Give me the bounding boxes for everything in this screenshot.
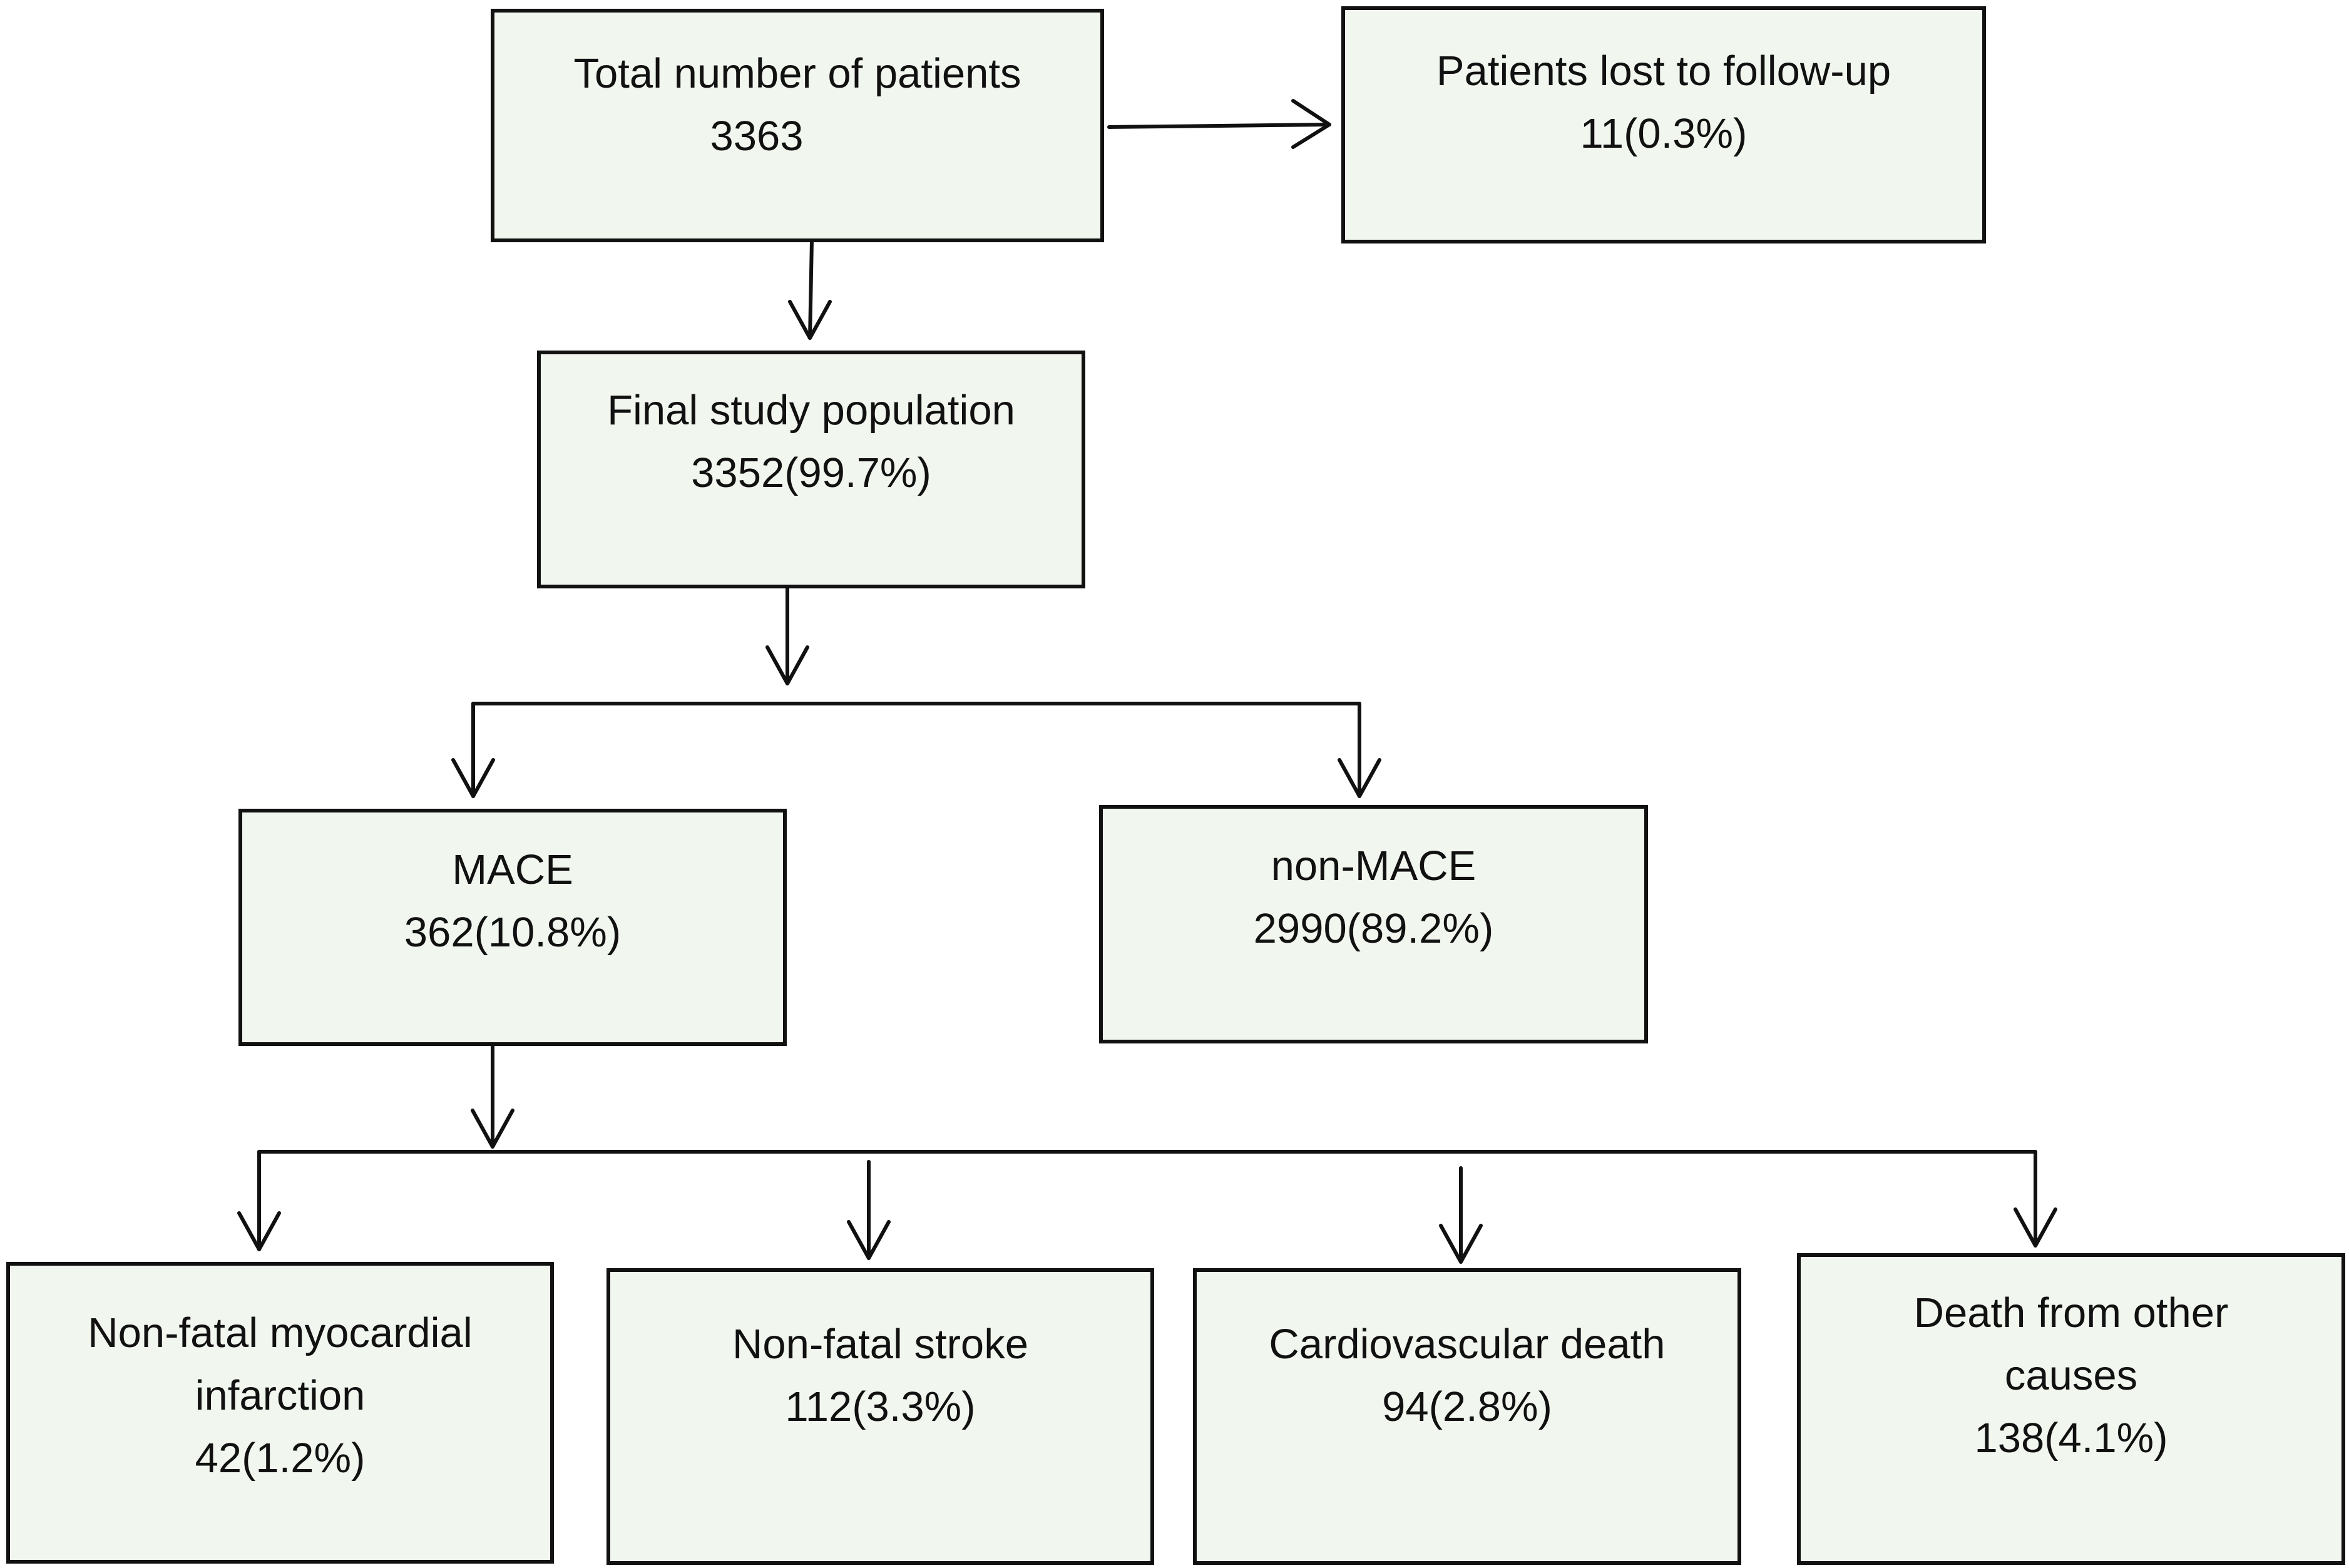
non-fatal-mi-title-line2: infarction (195, 1372, 366, 1419)
non-mace-box: non-MACE 2990(89.2%) (1099, 805, 1648, 1043)
arrow-mace-to-split (471, 1045, 514, 1149)
arrow-split-to-non-mace (1338, 702, 1381, 798)
non-fatal-mi-title-line1: Non-fatal myocardial (88, 1309, 473, 1356)
non-mace-value: 2990(89.2%) (1253, 905, 1494, 952)
death-other-causes-box: Death from other causes 138(4.1%) (1797, 1253, 2345, 1565)
final-study-population-value: 3352(99.7%) (691, 449, 931, 496)
non-fatal-stroke-box: Non-fatal stroke 112(3.3%) (606, 1268, 1154, 1565)
non-fatal-mi-value: 42(1.2%) (195, 1435, 366, 1482)
arrow-split-to-stroke (847, 1160, 891, 1260)
lost-to-follow-up-title: Patients lost to follow-up (1436, 48, 1891, 95)
non-fatal-mi-box: Non-fatal myocardial infarction 42(1.2%) (6, 1262, 554, 1564)
non-fatal-stroke-value: 112(3.3%) (785, 1383, 976, 1430)
death-other-causes-title-line2: causes (2004, 1352, 2138, 1399)
non-mace-title: non-MACE (1271, 843, 1476, 889)
arrow-total-to-lost (1107, 99, 1331, 149)
death-other-causes-value: 138(4.1%) (1974, 1415, 2168, 1462)
mace-title: MACE (452, 846, 573, 893)
total-patients-value: 3363 (710, 113, 804, 160)
mace-box: MACE 362(10.8%) (238, 809, 787, 1046)
lost-to-follow-up-box: Patients lost to follow-up 11(0.3%) (1341, 6, 1986, 243)
cardiovascular-death-value: 94(2.8%) (1382, 1383, 1552, 1430)
total-patients-box: Total number of patients 3363 (491, 9, 1104, 242)
cardiovascular-death-box: Cardiovascular death 94(2.8%) (1193, 1268, 1741, 1565)
arrow-total-to-final (788, 239, 832, 340)
cardiovascular-death-title: Cardiovascular death (1269, 1321, 1666, 1368)
mace-value: 362(10.8%) (404, 909, 622, 956)
arrow-split-to-mi (237, 1150, 281, 1251)
arrow-split-to-mace (451, 702, 495, 798)
final-study-population-box: Final study population 3352(99.7%) (537, 351, 1085, 588)
non-fatal-stroke-title: Non-fatal stroke (732, 1321, 1028, 1368)
total-patients-title: Total number of patients (573, 50, 1021, 97)
arrow-final-to-split (765, 585, 809, 685)
death-other-causes-title-line1: Death from other (1913, 1289, 2229, 1336)
arrow-split-to-other-death (2014, 1150, 2057, 1248)
lost-to-follow-up-value: 11(0.3%) (1580, 110, 1748, 157)
arrow-split-to-cv-death (1439, 1166, 1483, 1264)
final-study-population-title: Final study population (607, 387, 1015, 434)
